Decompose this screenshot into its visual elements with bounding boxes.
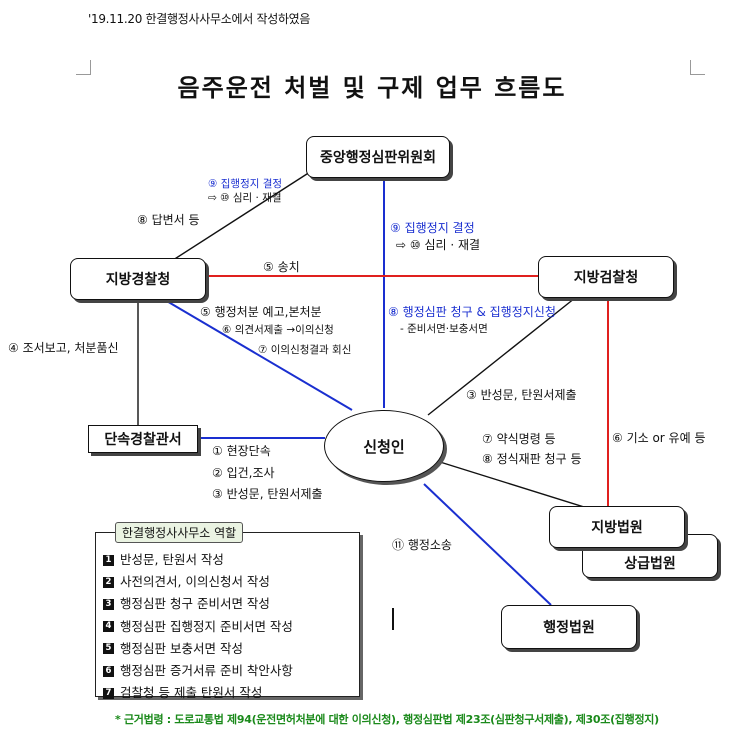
role-box	[95, 532, 360, 697]
label-admin-disposition: ⑤ 행정처분 예고,본처분	[200, 305, 322, 319]
label-summary-order: ⑦ 약식명령 등	[482, 432, 556, 446]
line-applicant-court	[439, 461, 601, 513]
text-cursor[interactable]	[392, 608, 394, 630]
role-item: 3 행정심판 청구 준비서면 작성	[103, 593, 293, 615]
number-square-icon: 2	[103, 576, 114, 588]
label-police-report: ④ 조서보고, 처분품신	[8, 341, 119, 355]
number-square-icon: 1	[103, 554, 114, 566]
label-apology-submission: ③ 반성문, 탄원서제출	[212, 487, 323, 501]
node-local-court: 지방법원	[549, 506, 685, 548]
role-item-text: 행정심판 청구 준비서면 작성	[120, 596, 270, 612]
label-referral: ⑤ 송치	[263, 260, 300, 274]
role-item-text: 행정심판 증거서류 준비 착안사항	[120, 663, 293, 679]
header-note: '19.11.20 한결행정사사무소에서 작성하였음	[88, 12, 311, 26]
number-square-icon: 3	[103, 599, 114, 610]
line-applicant-admin-court	[423, 483, 552, 606]
corner-mark-top-left	[76, 60, 91, 75]
number-square-icon: 6	[103, 665, 114, 677]
node-admin-court: 행정법원	[501, 605, 637, 649]
number-square-icon: 7	[103, 687, 114, 699]
label-investigation: ② 입건,조사	[212, 466, 275, 480]
label-opinion-objection: ⑥ 의견서제출 →이의신청	[222, 324, 334, 336]
label-briefs: - 준비서면·보충서면	[400, 323, 488, 335]
label-objection-result: ⑦ 이의신청결과 회신	[258, 344, 352, 356]
role-item-text: 검찰청 등 제출 탄원서 작성	[120, 685, 263, 701]
role-item: 2 사전의견서, 이의신청서 작성	[103, 571, 293, 593]
label-suspension-decision: ⑨ 집행정지 결정	[390, 221, 475, 235]
role-item: 1 반성문, 탄원서 작성	[103, 549, 293, 571]
number-square-icon: 4	[103, 621, 114, 633]
line-prosecution-applicant	[427, 297, 576, 416]
node-enforcement-police: 단속경찰관서	[88, 425, 198, 453]
node-local-police: 지방경찰청	[70, 258, 206, 300]
label-apology-to-prosecution: ③ 반성문, 탄원서제출	[466, 388, 577, 402]
role-item-text: 사전의견서, 이의신청서 작성	[120, 574, 270, 590]
label-onsite-enforcement: ① 현장단속	[212, 444, 271, 458]
role-item-text: 반성문, 탄원서 작성	[120, 552, 224, 567]
node-local-prosecution: 지방검찰청	[538, 256, 674, 298]
label-review-ruling: ⇨ ⑩ 심리 · 재결	[396, 238, 481, 252]
role-item: 4 행정심판 집행정지 준비서면 작성	[103, 616, 293, 638]
node-applicant: 신청인	[324, 410, 444, 482]
role-item-text: 행정심판 집행정지 준비서면 작성	[120, 618, 293, 634]
label-answer-brief: ⑧ 답변서 등	[137, 213, 200, 227]
role-item-text: 행정심판 보충서면 작성	[120, 640, 243, 656]
line-police-applicant	[164, 299, 353, 411]
label-formal-trial: ⑧ 정식재판 청구 등	[482, 452, 582, 466]
footer-legal-basis: * 근거법령 : 도로교통법 제94(운전면허처분에 대한 이의신청), 행정심…	[115, 713, 659, 726]
label-appeal-request: ⑧ 행정심판 청구 & 집행정지신청	[388, 305, 556, 319]
role-item: 6 행정심판 증거서류 준비 착안사항	[103, 660, 293, 682]
role-box-title: 한결행정사사무소 역할	[115, 522, 244, 543]
role-item: 5 행정심판 보충서면 작성	[103, 638, 293, 660]
label-prosecution-decision: ⑥ 기소 or 유예 등	[612, 431, 706, 445]
label-admin-litigation: ⑪ 행정소송	[392, 538, 452, 552]
line-commission-police	[169, 171, 311, 263]
corner-mark-top-right	[690, 60, 705, 75]
number-square-icon: 5	[103, 643, 114, 655]
role-list: 1 반성문, 탄원서 작성 2 사전의견서, 이의신청서 작성 3 행정심판 청구 준…	[103, 549, 293, 704]
label-commission-police-review: ⇨ ⑩ 심리 · 재결	[208, 192, 282, 204]
role-item: 7 검찰청 등 제출 탄원서 작성	[103, 682, 293, 704]
label-commission-police-decision: ⑨ 집행정지 결정	[208, 178, 283, 190]
page-title: 음주운전 처벌 및 구제 업무 흐름도	[177, 74, 567, 102]
node-central-commission: 중앙행정심판위원회	[306, 136, 450, 178]
